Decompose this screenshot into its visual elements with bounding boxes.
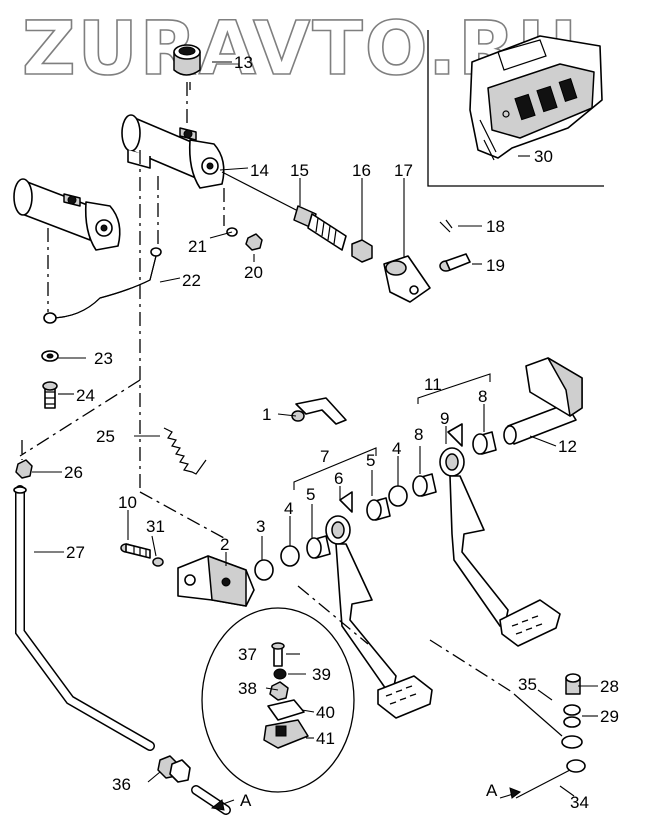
callout-8a: 8 <box>414 425 423 444</box>
callout-36: 36 <box>112 775 131 794</box>
callout-14: 14 <box>250 161 269 180</box>
assembly-lines <box>19 82 513 693</box>
push-rod <box>221 171 347 251</box>
callout-11: 11 <box>424 375 442 394</box>
return-spring <box>163 427 207 475</box>
callout-24: 24 <box>76 386 95 405</box>
bushing-8b <box>472 431 497 455</box>
callout-9: 9 <box>440 409 449 428</box>
flexible-hose <box>13 485 155 751</box>
bushing-5b <box>366 497 391 521</box>
callout-28: 28 <box>600 677 619 696</box>
callout-19: 19 <box>486 256 505 275</box>
banjo-bolt <box>42 381 58 409</box>
callout-37: 37 <box>238 645 257 664</box>
washer-4b <box>388 485 408 507</box>
callout-5b: 5 <box>366 451 375 470</box>
pivot-bolt <box>120 543 151 559</box>
inset-bracket-view <box>427 30 604 187</box>
callout-30: 30 <box>534 147 553 166</box>
callout-7: 7 <box>320 447 329 466</box>
pipe-35 <box>513 693 583 749</box>
detail-circle <box>201 607 355 793</box>
pivot-shaft <box>503 357 583 445</box>
callout-13: 13 <box>234 53 253 72</box>
washer-4a <box>280 545 300 567</box>
callout-26: 26 <box>64 463 83 482</box>
callout-34: 34 <box>570 793 589 812</box>
callout-12: 12 <box>558 437 577 456</box>
sealing-washer <box>41 350 59 362</box>
reservoir-cap <box>173 44 201 76</box>
o-ring-3 <box>254 559 274 581</box>
callout-35: 35 <box>518 675 537 694</box>
group-11-bracket <box>417 373 491 404</box>
callout-39: 39 <box>312 665 331 684</box>
bushing-8a <box>412 473 437 497</box>
callout-15: 15 <box>290 161 309 180</box>
hose-fitting <box>15 459 33 479</box>
callout-4a: 4 <box>284 499 293 518</box>
arrow-a-bottom <box>210 799 235 811</box>
washers-29 <box>563 704 581 728</box>
callout-8b: 8 <box>478 387 487 406</box>
clutch-pedal <box>325 491 433 719</box>
callout-20: 20 <box>244 263 263 282</box>
callout-22: 22 <box>182 271 201 290</box>
callout-31: 31 <box>146 517 165 536</box>
callout-6: 6 <box>334 469 343 488</box>
pipe-34 <box>515 759 586 799</box>
callout-38: 38 <box>238 679 257 698</box>
callout-41: 41 <box>316 729 335 748</box>
callout-2: 2 <box>220 535 229 554</box>
callout-16: 16 <box>352 161 371 180</box>
spring-washer <box>152 557 164 567</box>
bolt-28 <box>565 673 581 695</box>
callout-5a: 5 <box>306 485 315 504</box>
hydraulic-pipe <box>43 247 162 324</box>
bushing-5a <box>306 535 331 559</box>
retaining-clip <box>439 219 453 233</box>
small-bracket <box>291 397 347 425</box>
clevis <box>383 255 431 303</box>
callout-23: 23 <box>94 349 113 368</box>
callout-18: 18 <box>486 217 505 236</box>
callout-27: 27 <box>66 543 85 562</box>
marker-a-bottom: A <box>240 791 252 810</box>
master-cylinder-upper <box>121 114 225 189</box>
master-cylinder-lower <box>13 178 121 251</box>
leader-lines <box>32 61 598 797</box>
callout-40: 40 <box>316 703 335 722</box>
hose-union <box>157 755 231 815</box>
small-nut-20 <box>245 233 263 251</box>
callout-1: 1 <box>262 405 271 424</box>
small-washer-21 <box>209 227 238 239</box>
pedal-bracket <box>177 555 255 607</box>
callout-25: 25 <box>96 427 115 446</box>
push-rod-nut <box>351 239 373 263</box>
callout-29: 29 <box>600 707 619 726</box>
marker-a-right: A <box>486 781 498 800</box>
arrow-a-right <box>499 787 522 799</box>
callout-4b: 4 <box>392 439 401 458</box>
clevis-pin <box>439 253 471 272</box>
callout-21: 21 <box>188 237 207 256</box>
group-7-bracket <box>293 447 377 490</box>
callout-17: 17 <box>394 161 413 180</box>
callout-3: 3 <box>256 517 265 536</box>
brake-pedal <box>439 423 561 647</box>
callout-10: 10 <box>118 493 137 512</box>
